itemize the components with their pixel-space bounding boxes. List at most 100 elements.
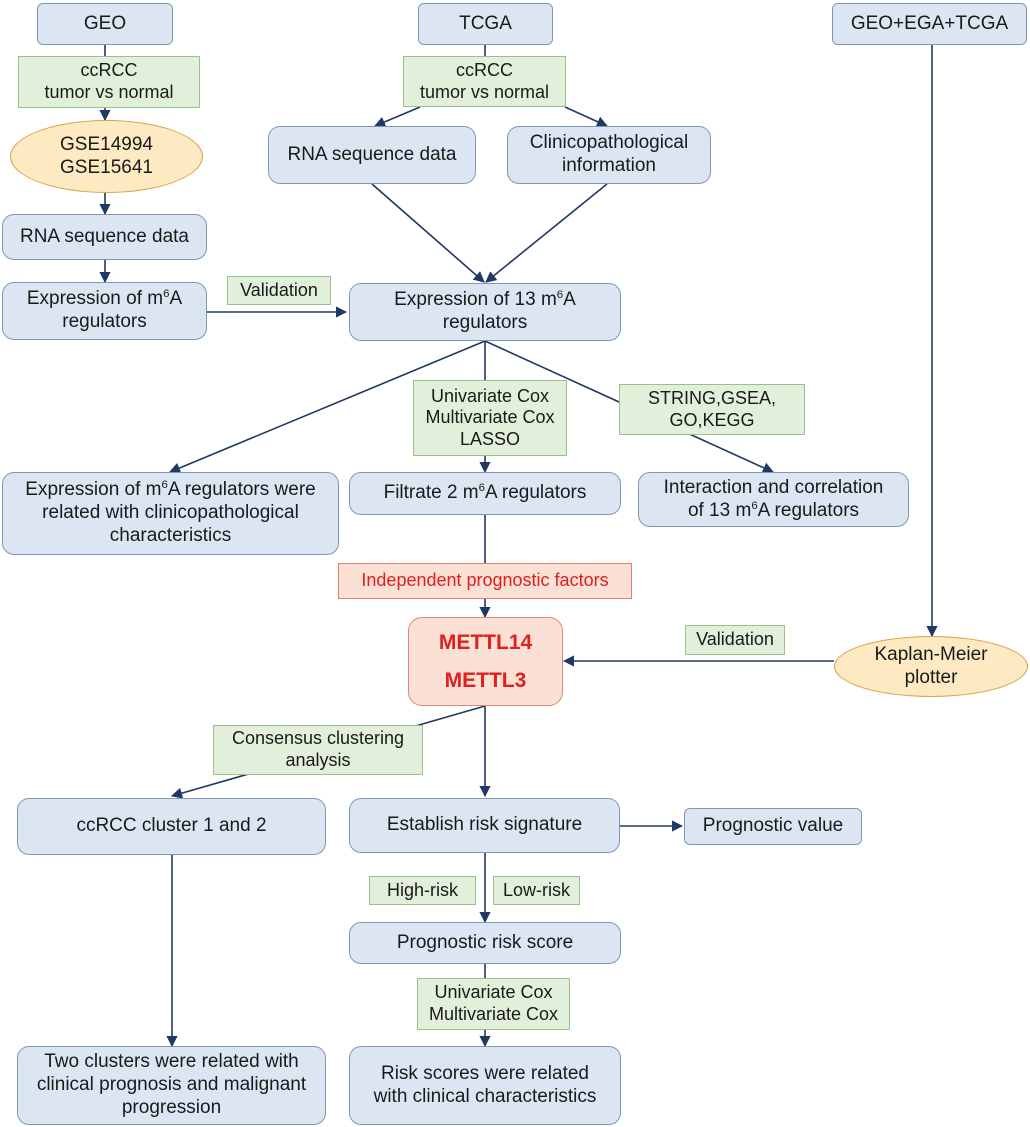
risk-result-box: Risk scores were related with clinical c… bbox=[349, 1046, 621, 1125]
source-geo: GEO bbox=[37, 3, 173, 45]
validation-2-text: Validation bbox=[696, 629, 774, 650]
text: A regulators were bbox=[167, 479, 316, 501]
cox-lasso-line-1: Univariate Cox bbox=[430, 385, 550, 406]
key-genes-box: METTL14 METTL3 bbox=[408, 617, 563, 706]
geo-ccrcc-line-1: ccRCC bbox=[80, 60, 138, 81]
tcga-ccrcc-label: ccRCC tumor vs normal bbox=[403, 56, 566, 107]
source-geo-ega-tcga-label: GEO+EGA+TCGA bbox=[850, 12, 1009, 34]
clinical-line-1: Clinicopathological bbox=[529, 132, 689, 154]
arrow-ccrcc-to-clinical bbox=[564, 106, 609, 127]
expression13-line-2: regulators bbox=[442, 312, 528, 333]
tcga-rna-sequence-data: RNA sequence data bbox=[268, 126, 476, 184]
gene-mettl3: METTL3 bbox=[444, 668, 527, 692]
validation-label-1: Validation bbox=[227, 276, 331, 305]
kaplan-meier-ellipse: Kaplan-Meier plotter bbox=[834, 636, 1028, 697]
cox-label: Univariate Cox Multivariate Cox bbox=[417, 978, 570, 1030]
prognostic-value-box: Prognostic value bbox=[684, 808, 862, 845]
interaction-box: Interaction and correlation of 13 m6A re… bbox=[638, 472, 909, 527]
arrow-ccrcc-to-rna bbox=[373, 106, 421, 128]
kaplan-line-1: Kaplan-Meier bbox=[874, 643, 988, 665]
interaction-line-2: of 13 m6A regulators bbox=[688, 500, 859, 523]
clinico-line-1: Expression of m6A regulators were bbox=[25, 479, 315, 502]
validation-label-2: Validation bbox=[685, 625, 785, 655]
text: Filtrate 2 m bbox=[383, 482, 479, 504]
clusters-result-line-3: progression bbox=[121, 1096, 222, 1118]
tcga-ccrcc-line-1: ccRCC bbox=[456, 59, 513, 80]
high-risk-text: High-risk bbox=[386, 879, 458, 900]
string-gsea-line-1: STRING,GSEA, bbox=[647, 387, 777, 408]
prognostic-value-text: Prognostic value bbox=[702, 815, 844, 837]
source-geo-label: GEO bbox=[83, 12, 127, 34]
geo-expression-line-2: regulators bbox=[62, 311, 147, 332]
text: A bbox=[169, 288, 183, 310]
text: Expression of m bbox=[26, 288, 164, 310]
expression-13-regulators: Expression of 13 m6A regulators bbox=[349, 283, 621, 341]
independent-factors-label: Independent prognostic factors bbox=[338, 563, 632, 599]
text: Expression of 13 m bbox=[394, 289, 557, 311]
low-risk-text: Low-risk bbox=[502, 879, 570, 900]
cluster-box: ccRCC cluster 1 and 2 bbox=[17, 798, 326, 855]
geo-rna-sequence-data: RNA sequence data bbox=[2, 214, 207, 260]
superscript: 6 bbox=[163, 288, 170, 301]
arrow-clinical-to-expression13 bbox=[485, 183, 608, 283]
risk-score-text: Prognostic risk score bbox=[396, 931, 574, 953]
filtrate-line: Filtrate 2 m6A regulators bbox=[384, 482, 587, 505]
kaplan-line-2: plotter bbox=[904, 666, 958, 688]
filtrate-box: Filtrate 2 m6A regulators bbox=[349, 472, 621, 515]
clinicopathological-information: Clinicopathological information bbox=[507, 126, 711, 184]
source-tcga: TCGA bbox=[418, 3, 553, 45]
clusters-result-line-2: clinical prognosis and malignant bbox=[36, 1074, 307, 1096]
low-risk-label: Low-risk bbox=[493, 876, 580, 905]
geo-datasets-ellipse: GSE14994 GSE15641 bbox=[10, 120, 203, 193]
text: A regulators bbox=[757, 499, 860, 521]
superscript: 6 bbox=[161, 479, 168, 492]
validation-1-text: Validation bbox=[240, 279, 318, 300]
clusters-result-box: Two clusters were related with clinical … bbox=[17, 1046, 326, 1125]
tcga-ccrcc-line-2: tumor vs normal bbox=[419, 81, 550, 102]
interaction-line-1: Interaction and correlation bbox=[663, 476, 884, 498]
string-gsea-line-2: GO,KEGG bbox=[669, 409, 755, 430]
high-risk-label: High-risk bbox=[369, 876, 476, 905]
risk-result-line-2: with clinical characteristics bbox=[373, 1085, 597, 1107]
risk-result-line-1: Risk scores were related bbox=[380, 1062, 590, 1084]
gene-mettl14: METTL14 bbox=[438, 631, 533, 655]
consensus-line-2: analysis bbox=[285, 750, 351, 770]
cox-lasso-line-3: LASSO bbox=[459, 428, 521, 449]
consensus-line-1: Consensus clustering bbox=[231, 728, 405, 749]
arrow-expression13-to-clinico bbox=[168, 340, 486, 474]
text: of 13 m bbox=[687, 499, 752, 521]
source-tcga-label: TCGA bbox=[459, 12, 512, 34]
consensus-label: Consensus clustering analysis bbox=[213, 725, 423, 775]
superscript: 6 bbox=[556, 289, 564, 302]
geo-expression-line-1: Expression of m6A bbox=[27, 288, 182, 311]
clusters-result-line-1: Two clusters were related with bbox=[44, 1051, 299, 1073]
superscript: 6 bbox=[478, 482, 485, 495]
geo-expression: Expression of m6A regulators bbox=[2, 282, 207, 340]
string-gsea-label: STRING,GSEA, GO,KEGG bbox=[619, 384, 805, 435]
risk-signature-text: Establish risk signature bbox=[386, 814, 583, 836]
risk-signature-box: Establish risk signature bbox=[349, 798, 620, 853]
dataset-1: GSE14994 bbox=[60, 133, 153, 155]
cox-lasso-line-2: Multivariate Cox bbox=[425, 407, 555, 428]
dataset-2: GSE15641 bbox=[60, 156, 153, 178]
geo-ccrcc-line-2: tumor vs normal bbox=[44, 82, 174, 102]
clinical-line-2: information bbox=[562, 155, 656, 176]
independent-text: Independent prognostic factors bbox=[361, 570, 609, 591]
text: A regulators bbox=[484, 482, 587, 504]
expression13-line-1: Expression of 13 m6A bbox=[394, 289, 576, 312]
cox-line-2: Multivariate Cox bbox=[428, 1004, 559, 1024]
text: A bbox=[563, 289, 576, 311]
cox-line-1: Univariate Cox bbox=[434, 982, 553, 1003]
arrow-rna-to-expression13 bbox=[371, 183, 485, 283]
risk-score-box: Prognostic risk score bbox=[349, 922, 621, 964]
source-geo-ega-tcga: GEO+EGA+TCGA bbox=[832, 3, 1027, 45]
clinico-line-3: characteristics bbox=[109, 524, 232, 546]
tcga-rna-label: RNA sequence data bbox=[287, 143, 457, 165]
cox-lasso-label: Univariate Cox Multivariate Cox LASSO bbox=[413, 380, 567, 456]
clinico-line-2: related with clinicopathological bbox=[42, 502, 299, 524]
cluster-text: ccRCC cluster 1 and 2 bbox=[76, 815, 267, 837]
geo-ccrcc-label: ccRCC tumor vs normal bbox=[18, 56, 200, 108]
clinico-related-box: Expression of m6A regulators were relate… bbox=[2, 472, 339, 555]
geo-rna-label: RNA sequence data bbox=[19, 225, 189, 247]
